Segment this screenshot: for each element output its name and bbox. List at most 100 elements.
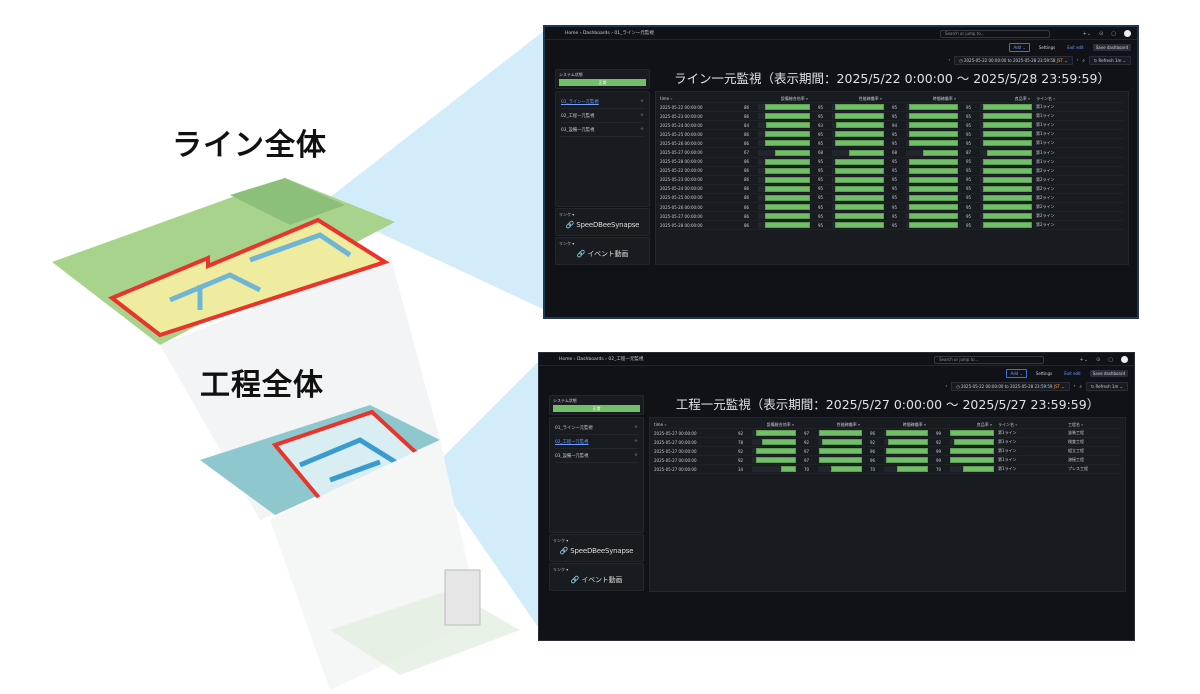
plus-icon[interactable]: +⌄ — [1082, 30, 1092, 37]
time-back-icon[interactable]: ‹ — [945, 384, 948, 389]
cell-value: 95 — [818, 168, 824, 174]
column-header[interactable]: ライン名 ▿ — [1036, 95, 1056, 101]
cell-value: 92 — [870, 439, 876, 445]
bar-gauge — [818, 439, 862, 446]
star-icon[interactable]: ☆ — [640, 127, 644, 132]
add-button[interactable]: Add ⌄ — [1006, 369, 1027, 378]
news-icon[interactable]: ▢ — [1108, 356, 1113, 363]
bar-gauge — [758, 222, 810, 229]
column-header[interactable]: 時間稼働率 ▿ — [932, 95, 956, 101]
cell-time: 2025-05-27 00:00:00 — [660, 150, 703, 156]
cell-text: 検査工程 — [1068, 439, 1084, 445]
event-video-link[interactable]: 🔗 イベント動画 — [570, 576, 623, 584]
nav-label: 02_工程一元監視 — [555, 439, 589, 445]
cell-time: 2025-05-27 00:00:00 — [654, 448, 697, 454]
zoom-out-icon[interactable]: ⌕ — [1082, 58, 1085, 64]
cell-value: 95 — [818, 204, 824, 210]
bar-gauge — [758, 213, 810, 220]
cell-value: 95 — [892, 213, 898, 219]
time-back-icon[interactable]: ‹ — [948, 58, 951, 63]
plus-icon[interactable]: +⌄ — [1079, 356, 1089, 363]
star-icon[interactable]: ☆ — [640, 99, 644, 104]
zoom-out-icon[interactable]: ⌕ — [1079, 384, 1082, 390]
bar-gauge — [950, 430, 994, 437]
cell-time: 2025-05-27 00:00:00 — [654, 439, 697, 445]
column-header[interactable]: ライン名 ▿ — [998, 421, 1018, 427]
nav-item[interactable]: 02_工程一元監視 ☆ — [555, 435, 638, 449]
star-icon[interactable]: ☆ — [634, 425, 638, 430]
column-header[interactable]: 設備総合効率 ▿ — [780, 95, 808, 101]
nav-item[interactable]: 03_設備一元監視☆ — [555, 449, 638, 463]
cell-value: 86 — [744, 204, 750, 210]
column-header[interactable]: time ▿ — [654, 422, 667, 427]
star-icon[interactable]: ☆ — [634, 453, 638, 458]
star-icon[interactable]: ☆ — [634, 439, 638, 444]
refresh-button[interactable]: ↻ Refresh 1m ⌄ — [1085, 382, 1128, 391]
nav-item[interactable]: 01_ライン一元監視☆ — [555, 421, 638, 435]
event-video-link[interactable]: 🔗 イベント動画 — [576, 250, 629, 258]
bar-gauge — [906, 204, 958, 211]
star-icon[interactable]: ☆ — [640, 113, 644, 118]
avatar[interactable] — [1121, 356, 1128, 363]
bar-gauge — [752, 448, 796, 455]
nav-item[interactable]: 02_工程一元監視☆ — [561, 109, 644, 123]
column-header[interactable]: time ▿ — [660, 96, 673, 101]
cell-value: 95 — [892, 131, 898, 137]
time-forward-icon[interactable]: › — [1073, 384, 1076, 389]
exit-edit-button[interactable]: Exit edit — [1067, 45, 1084, 50]
column-header[interactable]: 工程名 ▿ — [1068, 421, 1084, 427]
time-forward-icon[interactable]: › — [1076, 58, 1079, 63]
bar-gauge — [758, 176, 810, 183]
news-icon[interactable]: ▢ — [1111, 30, 1116, 37]
nav-item[interactable]: 03_設備一元監視☆ — [561, 123, 644, 137]
bar-gauge — [752, 430, 796, 437]
time-range-picker[interactable]: ◷ 2025-05-22 00:00:00 to 2025-05-28 23:5… — [954, 56, 1073, 65]
save-dashboard-button[interactable]: Save dashboard — [1089, 370, 1128, 377]
bar-gauge — [906, 113, 958, 120]
cell-time: 2025-05-24 00:00:00 — [660, 122, 703, 128]
search-input[interactable]: Search or jump to... — [934, 356, 1044, 364]
column-header[interactable]: 良品率 ▿ — [1014, 95, 1030, 101]
dashboard-line: Home › Dashboards › 01_ライン一元監視 Search or… — [543, 25, 1139, 319]
cell-value: 99 — [936, 457, 942, 463]
cell-value: 95 — [966, 177, 972, 183]
search-input[interactable]: Search or jump to... — [940, 30, 1050, 38]
column-header[interactable]: 設備総合効率 ▿ — [766, 421, 794, 427]
time-range-picker[interactable]: ◷ 2025-05-22 00:00:00 to 2025-05-28 23:5… — [951, 382, 1070, 391]
add-button[interactable]: Add ⌄ — [1009, 43, 1030, 52]
dashboard-list-panel: 01_ライン一元監視☆02_工程一元監視☆03_設備一元監視☆ — [555, 91, 650, 207]
breadcrumb[interactable]: Home › Dashboards › 02_工程一元監視 — [559, 357, 644, 362]
cell-value: 84 — [744, 122, 750, 128]
bar-gauge — [758, 204, 810, 211]
cell-text: 第1ライン — [1036, 122, 1055, 128]
column-header[interactable]: 時間稼働率 ▿ — [902, 421, 926, 427]
top-bar: Home › Dashboards › 01_ライン一元監視 Search or… — [545, 27, 1137, 40]
synapse-link[interactable]: 🔗 SpeeDBeeSynapse — [559, 547, 634, 555]
cell-value: 95 — [818, 213, 824, 219]
status-badge: 正常 — [553, 405, 640, 412]
column-header[interactable]: 性能稼働率 ▿ — [836, 421, 860, 427]
settings-button[interactable]: Settings — [1035, 371, 1053, 376]
cell-text: 塗装工程 — [1068, 430, 1084, 436]
column-header[interactable]: 良品率 ▿ — [976, 421, 992, 427]
help-icon[interactable]: ⊙ — [1099, 30, 1104, 37]
cell-text: 第1ライン — [998, 439, 1017, 445]
bar-gauge — [980, 222, 1032, 229]
settings-button[interactable]: Settings — [1038, 45, 1056, 50]
bar-gauge — [980, 158, 1032, 165]
breadcrumb[interactable]: Home › Dashboards › 01_ライン一元監視 — [565, 31, 654, 36]
cell-value: 78 — [738, 439, 744, 445]
nav-item[interactable]: 01_ライン一元監視☆ — [561, 95, 644, 109]
avatar[interactable] — [1124, 30, 1131, 37]
top-bar: Home › Dashboards › 02_工程一元監視 Search or … — [539, 353, 1134, 366]
column-header[interactable]: 性能稼働率 ▿ — [858, 95, 882, 101]
exit-edit-button[interactable]: Exit edit — [1064, 371, 1081, 376]
bar-gauge — [980, 140, 1032, 147]
help-icon[interactable]: ⊙ — [1096, 356, 1101, 363]
save-dashboard-button[interactable]: Save dashboard — [1092, 44, 1131, 51]
synapse-link[interactable]: 🔗 SpeeDBeeSynapse — [565, 221, 640, 229]
refresh-button[interactable]: ↻ Refresh 1m ⌄ — [1088, 56, 1131, 65]
